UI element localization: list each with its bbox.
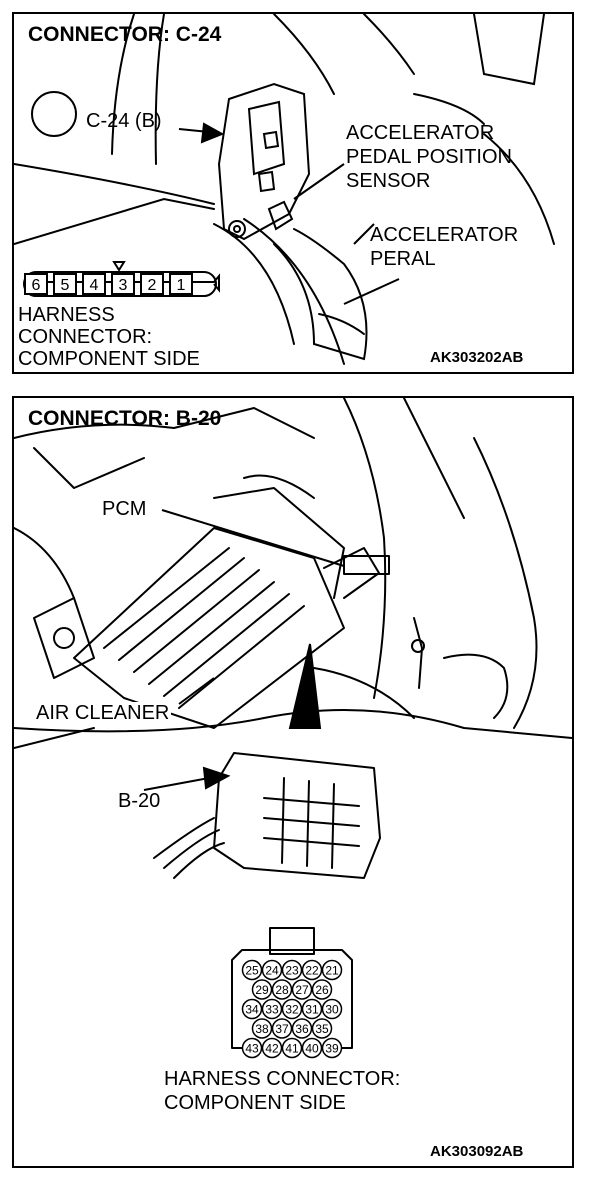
pin-number: 40: [305, 1042, 319, 1056]
pin-number: 28: [275, 983, 289, 997]
pin-number: 21: [325, 964, 339, 978]
pin-cell: [301, 998, 323, 1020]
pin-number: 36: [295, 1022, 309, 1036]
pin-number: 41: [285, 1042, 299, 1056]
b20-pin-grid: 25 24 23 22 21 29 28 27 26 34 33 32 31 30 38 37 36 35 43 42…: [241, 959, 343, 1059]
pin-cell: [321, 1037, 343, 1059]
harness-label-line-1: HARNESS CONNECTOR:: [164, 1068, 401, 1090]
harness-label-line-3: COMPONENT SIDE: [18, 348, 200, 370]
pin-number: 22: [305, 964, 319, 978]
pin-number: 25: [245, 964, 259, 978]
pin-cell: [271, 1018, 293, 1039]
pin-number: 3: [119, 277, 128, 294]
pin-number: 33: [265, 1003, 279, 1017]
pin-cell: [291, 1018, 313, 1039]
connector-callout-label: C-24 (B): [86, 110, 162, 132]
pin-cell: [82, 273, 106, 295]
pin-number: 24: [265, 964, 279, 978]
figure-code: AK303092AB: [430, 1143, 524, 1160]
pin-cell: [311, 979, 333, 1000]
pin-number: 2: [148, 277, 157, 294]
pin-cell: [301, 959, 323, 981]
pin-cell: [261, 1037, 283, 1059]
sensor-label-line-2: PEDAL POSITION: [346, 146, 512, 168]
panel-title: CONNECTOR: B-20: [28, 407, 222, 430]
pin-number: 30: [325, 1003, 339, 1017]
pin-number: 39: [325, 1042, 339, 1056]
pin-cell: [321, 959, 343, 981]
pin-cell: [281, 1037, 303, 1059]
engine-bay-line-drawing: 25 24 23 22 21 29 28 27 26 34 33 32 31 30 38 37 36 35 43 42…: [14, 398, 572, 1059]
pin-cell: [24, 273, 48, 295]
pin-number: 23: [285, 964, 299, 978]
pin-number: 37: [275, 1022, 289, 1036]
pedal-area-line-drawing: 6 5 4 3 2 1: [14, 14, 555, 365]
pin-cell: [281, 998, 303, 1020]
pin-cell: [251, 1018, 273, 1039]
connector-c24-panel: 6 5 4 3 2 1 CONNECTOR: C-24 C-24 (B) ACCELERA…: [12, 12, 574, 374]
connector-callout-label: B-20: [118, 790, 161, 812]
pin-cell: [140, 273, 164, 295]
pin-number: 38: [255, 1022, 269, 1036]
pin-number: 6: [32, 277, 41, 294]
pin-cell: [53, 273, 77, 295]
pin-number: 5: [61, 277, 70, 294]
figure-code: AK303202AB: [430, 349, 524, 366]
pin-number: 43: [245, 1042, 259, 1056]
c24-pin-row: 6 5 4 3 2 1: [24, 273, 193, 295]
panel-title: CONNECTOR: C-24: [28, 23, 222, 46]
pin-number: 1: [177, 277, 186, 294]
pin-number: 29: [255, 983, 269, 997]
harness-label-line-2: CONNECTOR:: [18, 326, 153, 348]
pin-number: 32: [285, 1003, 299, 1017]
harness-label-line-1: HARNESS: [18, 304, 115, 326]
pin-number: 35: [315, 1022, 329, 1036]
pin-cell: [321, 998, 343, 1020]
pcm-label: PCM: [102, 498, 147, 520]
pin-number: 27: [295, 983, 309, 997]
sensor-label-line-3: SENSOR: [346, 170, 431, 192]
pin-cell: [291, 979, 313, 1000]
pin-cell: [261, 998, 283, 1020]
pin-cell: [301, 1037, 323, 1059]
pedal-label-line-2: PERAL: [370, 248, 436, 270]
pin-cell: [271, 979, 293, 1000]
pin-cell: [241, 959, 263, 981]
pin-cell: [241, 1037, 263, 1059]
pin-cell: [241, 998, 263, 1020]
harness-label-line-2: COMPONENT SIDE: [164, 1092, 346, 1114]
pedal-label-line-1: ACCELERATOR: [370, 224, 519, 246]
pin-cell: [251, 979, 273, 1000]
pin-number: 42: [265, 1042, 279, 1056]
pin-number: 26: [315, 983, 329, 997]
connector-b20-panel: 25 24 23 22 21 29 28 27 26 34 33 32 31 30 38 37 36 35 43 42…: [12, 396, 574, 1168]
pin-number: 4: [90, 277, 99, 294]
pin-cell: [281, 959, 303, 981]
air-cleaner-label: AIR CLEANER: [34, 702, 172, 724]
pin-number: 31: [305, 1003, 319, 1017]
pin-cell: [311, 1018, 333, 1039]
pin-cell: [261, 959, 283, 981]
pin-number: 34: [245, 1003, 259, 1017]
pin-cell: [169, 273, 193, 295]
sensor-label-line-1: ACCELERATOR: [346, 122, 495, 144]
pin-cell: [111, 273, 135, 295]
